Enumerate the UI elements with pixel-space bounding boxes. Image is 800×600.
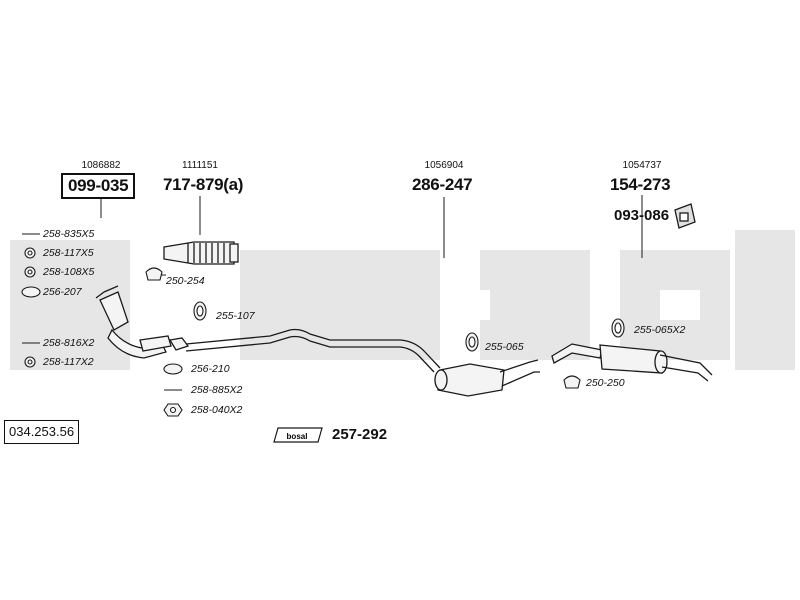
kit-part-number: 257-292 — [332, 426, 388, 443]
flex-pipe — [163, 241, 239, 265]
catalog-number: 034.253.56 — [4, 420, 80, 444]
fitting-label: 258-117X2 — [43, 356, 94, 368]
front-pipe-catalyst — [95, 285, 190, 359]
fitting-label: 258-885X2 — [191, 384, 243, 396]
kit-logo-text: bosal — [287, 432, 308, 441]
fitting-label: 258-835X5 — [43, 228, 95, 240]
fitting-label: 258-108X5 — [43, 266, 95, 278]
middle-pipe-silencer — [185, 328, 540, 397]
part-number: 154-273 — [610, 175, 671, 194]
fitting-label: 255-107 — [216, 310, 255, 322]
fitting-label: 250-250 — [586, 377, 625, 389]
oem-number: 1054737 — [622, 160, 662, 171]
fitting-label: 255-065 — [485, 341, 524, 353]
oem-number: 1056904 — [424, 160, 464, 171]
fitting-label: 256-207 — [43, 286, 82, 298]
part-number: 286-247 — [412, 175, 473, 194]
kit-logo-box: bosal — [273, 427, 323, 443]
fitting-label: 258-816X2 — [43, 337, 95, 349]
fitting-icons — [21, 233, 625, 417]
oem-number: 1111151 — [182, 160, 218, 171]
fitting-label: 250-254 — [166, 275, 205, 287]
fitting-label: 258-040X2 — [191, 404, 243, 416]
fitting-label: 256-210 — [191, 363, 230, 375]
hanger-icon — [674, 203, 696, 229]
part-number: 717-879(a) — [163, 175, 244, 194]
fitting-label: 258-117X5 — [43, 247, 94, 259]
fitting-label: 255-065X2 — [634, 324, 686, 336]
part-number-boxed: 099-035 — [61, 173, 136, 199]
rear-silencer — [551, 343, 713, 382]
bosal-watermark — [10, 230, 795, 370]
oem-number: 1086882 — [81, 160, 121, 171]
hanger-part-number: 093-086 — [614, 207, 670, 224]
